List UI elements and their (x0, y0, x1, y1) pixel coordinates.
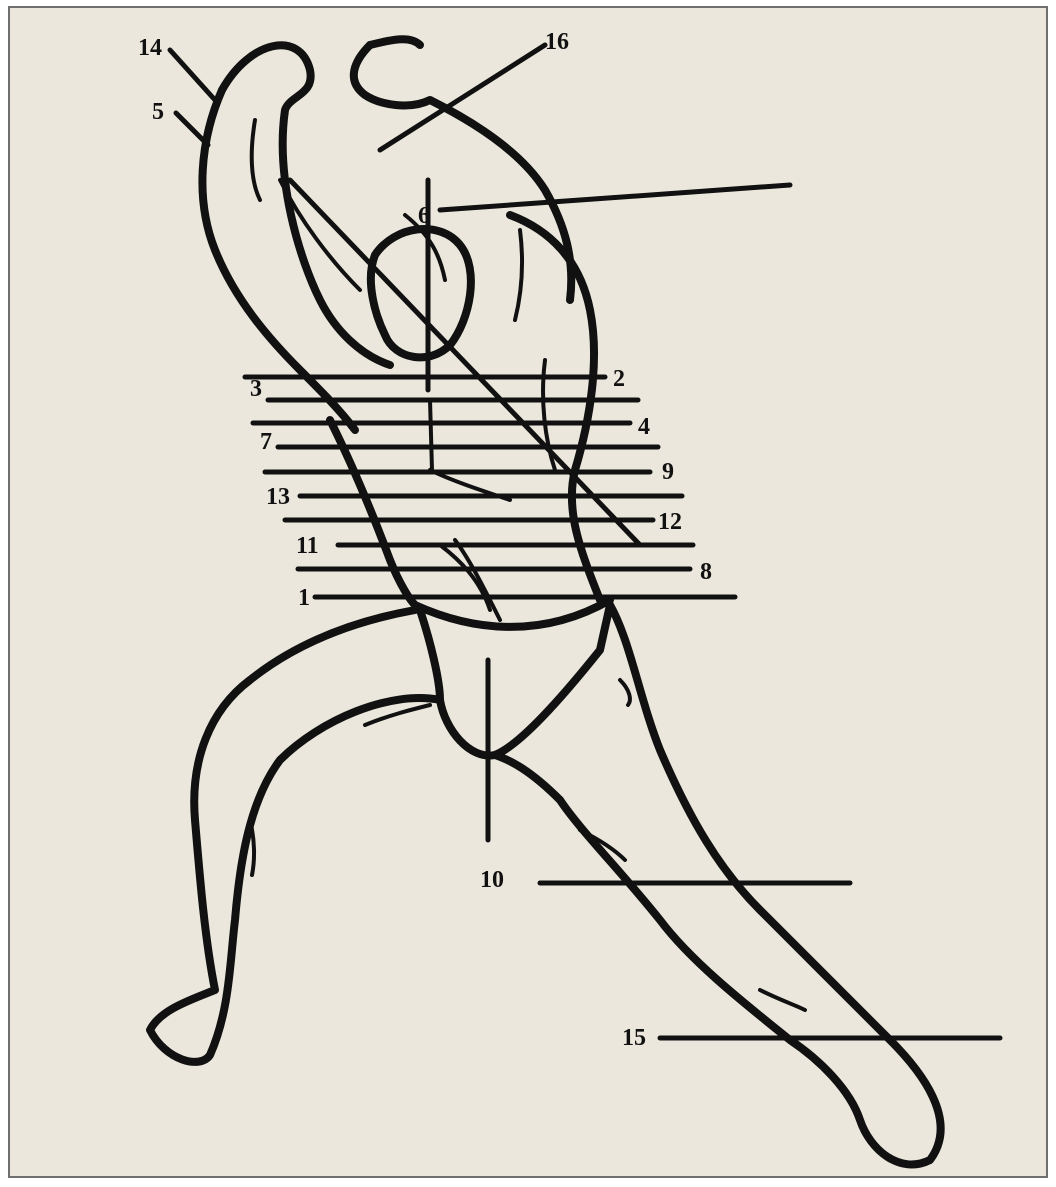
label-9: 9 (662, 460, 674, 484)
leader-lines (170, 45, 1000, 1038)
label-16: 16 (545, 30, 569, 54)
label-15: 15 (622, 1026, 646, 1050)
label-3: 3 (250, 377, 262, 401)
leader-line-diagonal (290, 180, 640, 545)
label-11: 11 (296, 534, 319, 558)
leader-line-5 (176, 113, 208, 145)
label-6: 6 (418, 204, 430, 228)
label-1: 1 (298, 586, 310, 610)
label-2: 2 (613, 367, 625, 391)
label-12: 12 (658, 510, 682, 534)
figure-outline (150, 39, 941, 1164)
figure-detail-lines (250, 120, 805, 1010)
label-10: 10 (480, 868, 504, 892)
label-4: 4 (638, 415, 650, 439)
leader-line-14 (170, 50, 215, 100)
leader-line-16 (380, 45, 545, 150)
leader-line-6 (440, 185, 790, 210)
label-8: 8 (700, 560, 712, 584)
label-5: 5 (152, 100, 164, 124)
label-7: 7 (260, 430, 272, 454)
label-14: 14 (138, 36, 162, 60)
label-13: 13 (266, 485, 290, 509)
